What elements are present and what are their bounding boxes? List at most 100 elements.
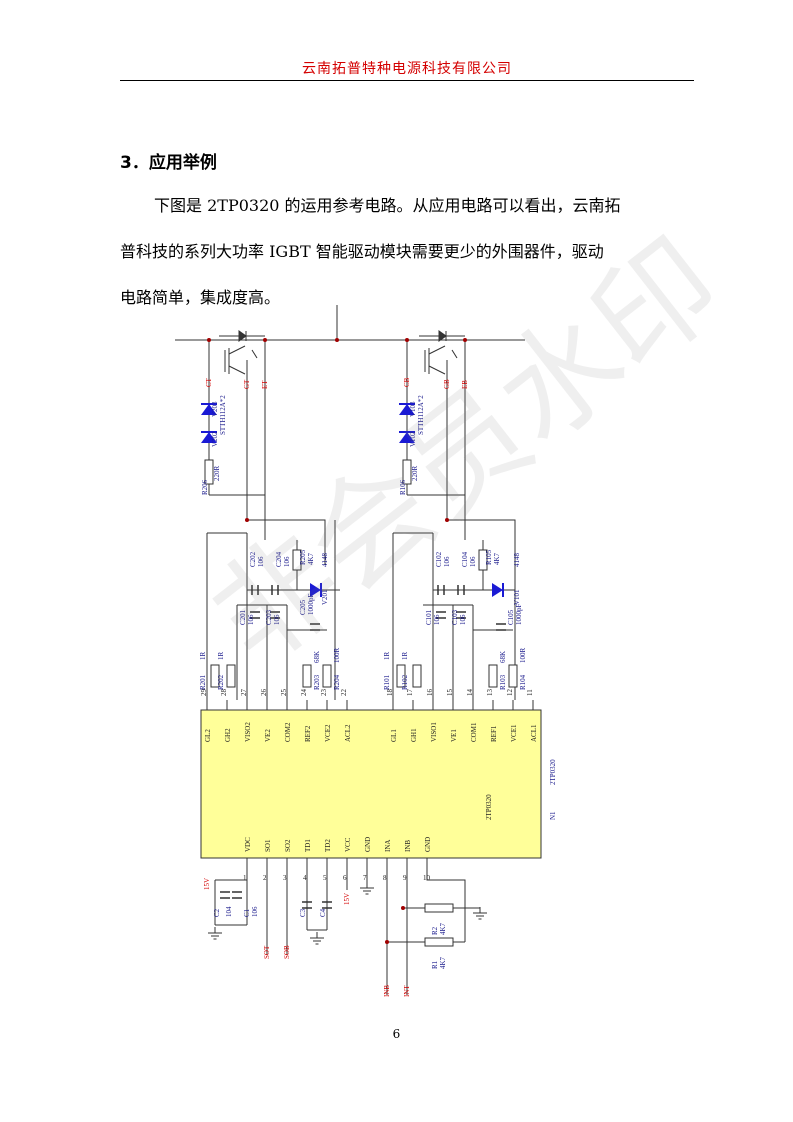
schematic-label: C2 [213,908,221,917]
schematic-label: 4K7 [307,552,315,565]
resistor-r105 [478,549,488,571]
pin-number: 17 [406,689,414,697]
ground-symbol [473,907,487,920]
pin-number: 24 [300,689,308,697]
pin-number: 10 [423,874,431,882]
cap-c104 [457,585,465,595]
pin-name-ve2: VE2 [264,729,272,742]
pin-number: 9 [403,874,407,882]
schematic-label: R104 [519,674,527,690]
schematic-label: R106 [399,479,407,495]
cap-c2 [220,891,230,899]
header-rule [120,80,694,81]
resistor-r203 [302,664,312,688]
schematic-label: 106 [257,556,265,567]
schematic-label: V202 [211,431,219,447]
junction-dot [463,338,467,342]
pin-name-com2: COM2 [284,722,292,742]
cap-c1 [232,891,242,899]
schematic-label: C204 [275,551,283,567]
schematic-label: R103 [499,674,507,690]
schematic-label: 1R [401,652,409,661]
schematic-label: R201 [199,674,207,690]
schematic-label: R202 [217,674,225,690]
schematic-label: 106 [273,614,281,625]
schematic-label: V103 [409,401,417,417]
pin-name-gh1: GH1 [410,728,418,742]
schematic-label: C103 [451,609,459,625]
net-label-15v-a: 15V [203,878,211,890]
net-label-sot: SOT [263,945,271,959]
schematic-label: R1 [431,960,439,969]
paragraph-line-1: 下图是 2TP0320 的运用参考电路。从应用电路可以看出，云南拓 [154,196,621,215]
schematic-label: C202 [249,551,257,567]
schematic-label: 220R [213,466,221,482]
schematic-components [200,330,542,947]
pin-name-gnd: GND [424,837,432,852]
pin-name-vce1: VCE1 [510,724,518,742]
schematic-labels: N12TP03202TP0320GL229GH228VISO227VE226CO… [199,377,557,997]
junction-dot [245,518,249,522]
page-number: 6 [392,1027,401,1041]
pin-number: 2 [263,874,267,882]
resistor-r205 [292,549,302,571]
schematic-label: R204 [333,674,341,690]
pin-name-viso1: VISO1 [430,722,438,742]
schematic-label: C101 [425,609,433,625]
ground-symbol [310,932,324,945]
diode-v101 [492,583,504,597]
circuit-schematic: N12TP03202TP0320GL229GH228VISO227VE226CO… [175,305,557,997]
resistor-r1 [424,937,454,947]
schematic-label: V102 [409,431,417,447]
ground-symbol [360,882,374,895]
resistor-r106 [402,459,412,485]
schematic-label: V201 [321,589,329,605]
schematic-label: R206 [201,479,209,495]
schematic-label: 106 [433,614,441,625]
pin-number: 11 [526,689,534,696]
schematic-label: 4148 [513,553,521,568]
net-label-inb: INB [383,985,391,997]
schematic-label: 106 [469,556,477,567]
pin-name-td2: TD2 [324,839,332,852]
pin-name-so1: SO1 [264,839,272,852]
pin-number: 3 [283,874,287,882]
pin-number: 25 [280,689,288,697]
pin-name-ref1: REF1 [490,725,498,742]
resistor-r103 [488,664,498,688]
pin-name-td1: TD1 [304,839,312,852]
pin-number: 6 [343,874,347,882]
diode-v202 [201,431,217,443]
igbt-top [219,330,265,375]
schematic-label: C105 [507,609,515,625]
diode-v103 [399,403,415,415]
resistor-r102 [396,664,406,688]
cap-c203 [270,611,280,619]
junction-dot [445,518,449,522]
schematic-label: C1 [243,908,251,917]
schematic-label: R203 [313,674,321,690]
cap-c204 [271,585,279,595]
pin-number: 4 [303,874,307,882]
junction-dot [335,338,339,342]
schematic-label: 1000pF [515,604,523,626]
pin-number: 8 [383,874,387,882]
pin-name-ina: INA [384,840,392,852]
diode-v102 [399,431,415,443]
diode-v201 [310,583,322,597]
net-label-et: ET [261,380,269,389]
schematic-label: 1000pF [307,594,315,616]
resistor-r206 [204,459,214,485]
junction-dot [207,338,211,342]
ic-part-inner: 2TP0320 [485,794,493,820]
pin-name-com1: COM1 [470,722,478,742]
schematic-label: C3 [299,908,307,917]
schematic-label: 68K [313,651,321,663]
paragraph-line-2: 普科技的系列大功率 IGBT 智能驱动模块需要更少的外围器件，驱动 [120,242,604,261]
schematic-label: R2 [431,926,439,935]
pin-number: 29 [200,689,208,697]
cap-c202 [251,585,259,595]
junction-dot [405,338,409,342]
schematic-label: C104 [461,551,469,567]
wire-gnd-10 [426,870,466,910]
